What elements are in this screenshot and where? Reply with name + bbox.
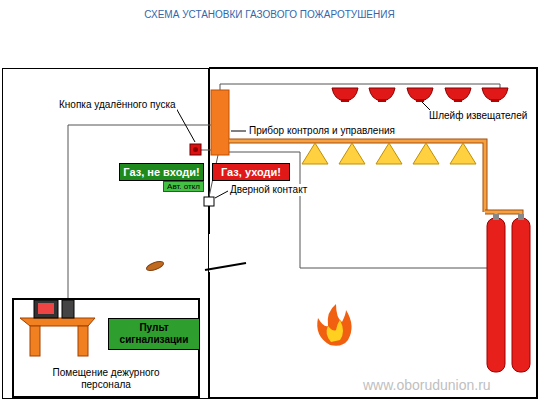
outer-room <box>3 69 209 399</box>
protected-room-wall <box>209 68 537 398</box>
leader-line <box>231 131 246 132</box>
system-unit <box>62 300 74 318</box>
pipe <box>485 212 521 218</box>
detectors <box>332 88 508 101</box>
button-wire <box>200 150 211 151</box>
gas-cylinder <box>487 218 505 372</box>
leader-line <box>422 102 430 110</box>
valve <box>518 214 524 220</box>
callout-label: Кнопка удалённого пуска <box>58 99 177 111</box>
callout-label: Шлейф извещателей <box>428 110 528 122</box>
button-dot <box>193 147 198 152</box>
diagram-title: СХЕМА УСТАНОВКИ ГАЗОВОГО ПОЖАРОТУШЕНИЯ <box>0 9 539 20</box>
screen <box>38 303 54 314</box>
callout-label: Дверной контакт <box>229 184 308 196</box>
desk-leg <box>30 326 40 356</box>
callout-label: Прибор контроля и управления <box>248 125 396 137</box>
door-contact <box>204 197 214 206</box>
remote-button <box>190 144 201 155</box>
detector-lamps <box>341 99 499 102</box>
warning-sign-text: Газ, не входи! <box>123 166 199 178</box>
leader-line <box>176 108 195 142</box>
duty-room: Помещение дежурного персонала Пульт сигна… <box>12 298 200 398</box>
valve <box>493 214 499 220</box>
nozzles <box>302 143 476 164</box>
ignition-source <box>145 260 164 273</box>
alarm-panel-text: Пульт сигнализации <box>109 322 199 346</box>
gas-cylinder <box>512 218 530 372</box>
desk <box>20 318 95 326</box>
auto-off-sign: Авт. откл <box>163 181 204 192</box>
evacuate-sign: Газ, уходи! <box>212 163 290 181</box>
alarm-panel: Пульт сигнализации <box>108 318 200 350</box>
control-device <box>211 90 229 155</box>
auto-off-sign-text: Авт. откл <box>167 182 200 191</box>
warning-sign: Газ, не входи! <box>119 163 204 181</box>
evacuate-sign-text: Газ, уходи! <box>221 166 281 178</box>
alarm-wire <box>68 125 211 298</box>
leader-line <box>215 191 228 198</box>
duty-room-text: Помещение дежурного персонала <box>14 367 198 391</box>
monitor <box>34 300 58 318</box>
watermark: www.oborudunion.ru <box>362 377 492 393</box>
fire <box>317 304 351 346</box>
pipe-outline <box>485 212 521 218</box>
door <box>205 263 246 270</box>
fire-core <box>327 320 343 342</box>
desk-leg <box>78 326 88 356</box>
